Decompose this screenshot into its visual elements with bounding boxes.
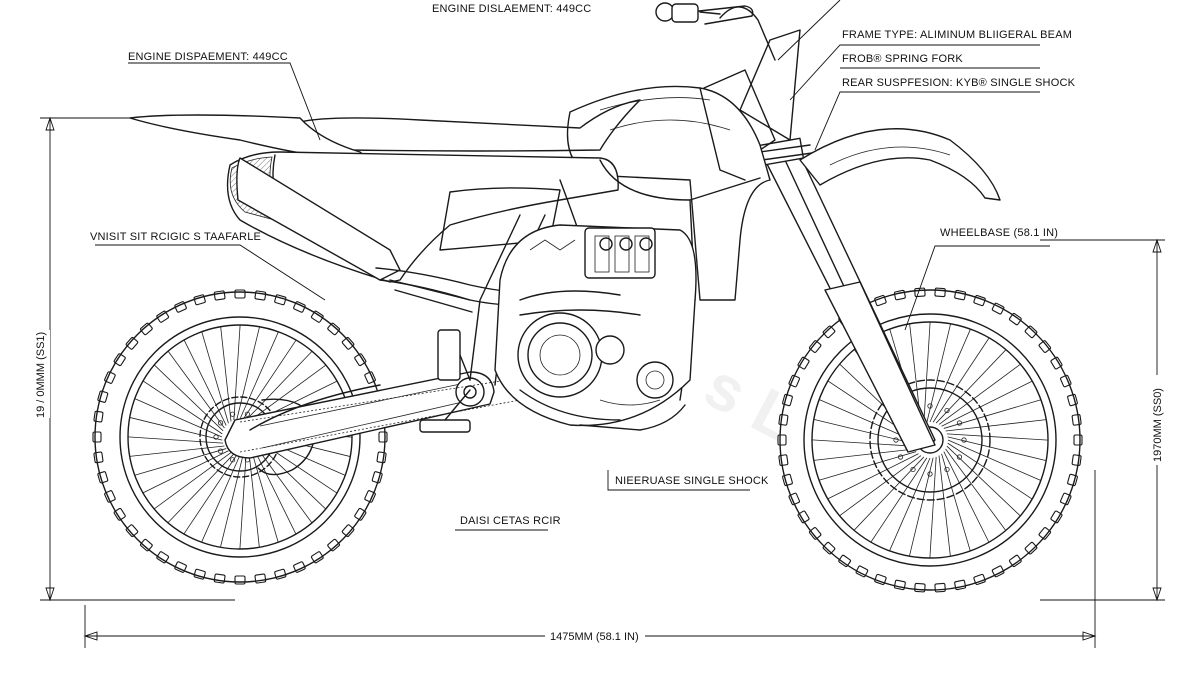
drive-chain <box>239 399 521 453</box>
label-frame-type: FRAME TYPE: ALIMINUM BLIIGERAL BEAM <box>842 29 1072 41</box>
label-engine-left: ENGINE DISPAEMENT: 449CC <box>128 51 288 63</box>
seat <box>299 99 641 152</box>
engine-cylinder-head <box>584 227 656 279</box>
dimension-overall-length: 1475MM (58.1 IN) <box>550 631 639 643</box>
label-fork: FROB® SPRING FORK <box>842 53 963 65</box>
front-fender <box>799 128 1001 201</box>
label-engine-top: ENGINE DISLAEMENT: 449CC <box>432 3 591 15</box>
fuel-tank-shroud <box>566 85 771 301</box>
handlebar <box>655 2 776 61</box>
front-fork <box>703 29 936 453</box>
label-rear-suspension: REAR SUSPFESION: KYB® SINGLE SHOCK <box>842 77 1076 89</box>
rear-caliper <box>257 398 316 476</box>
footpeg <box>419 329 471 433</box>
dimension-right-height: 1970MM (SS0) <box>1152 388 1164 462</box>
swingarm <box>224 371 495 459</box>
labels: ENGINE DISLAEMENT: 449CC ENGINE DISPAEME… <box>30 0 1165 644</box>
dimension-left-height: 19 / 0MMM (SS1) <box>35 332 47 418</box>
engine <box>494 224 697 431</box>
label-wheelbase: WHEELBASE (58.1 IN) <box>940 227 1058 239</box>
label-bottom-center: DAISI CETAS RCIR <box>460 515 561 527</box>
label-shock: NIEERUASE SINGLE SHOCK <box>615 475 769 487</box>
clutch-cover <box>517 312 603 398</box>
label-left-side: VNISIT SIT RCIGIC S TAAFARLE <box>90 231 261 243</box>
